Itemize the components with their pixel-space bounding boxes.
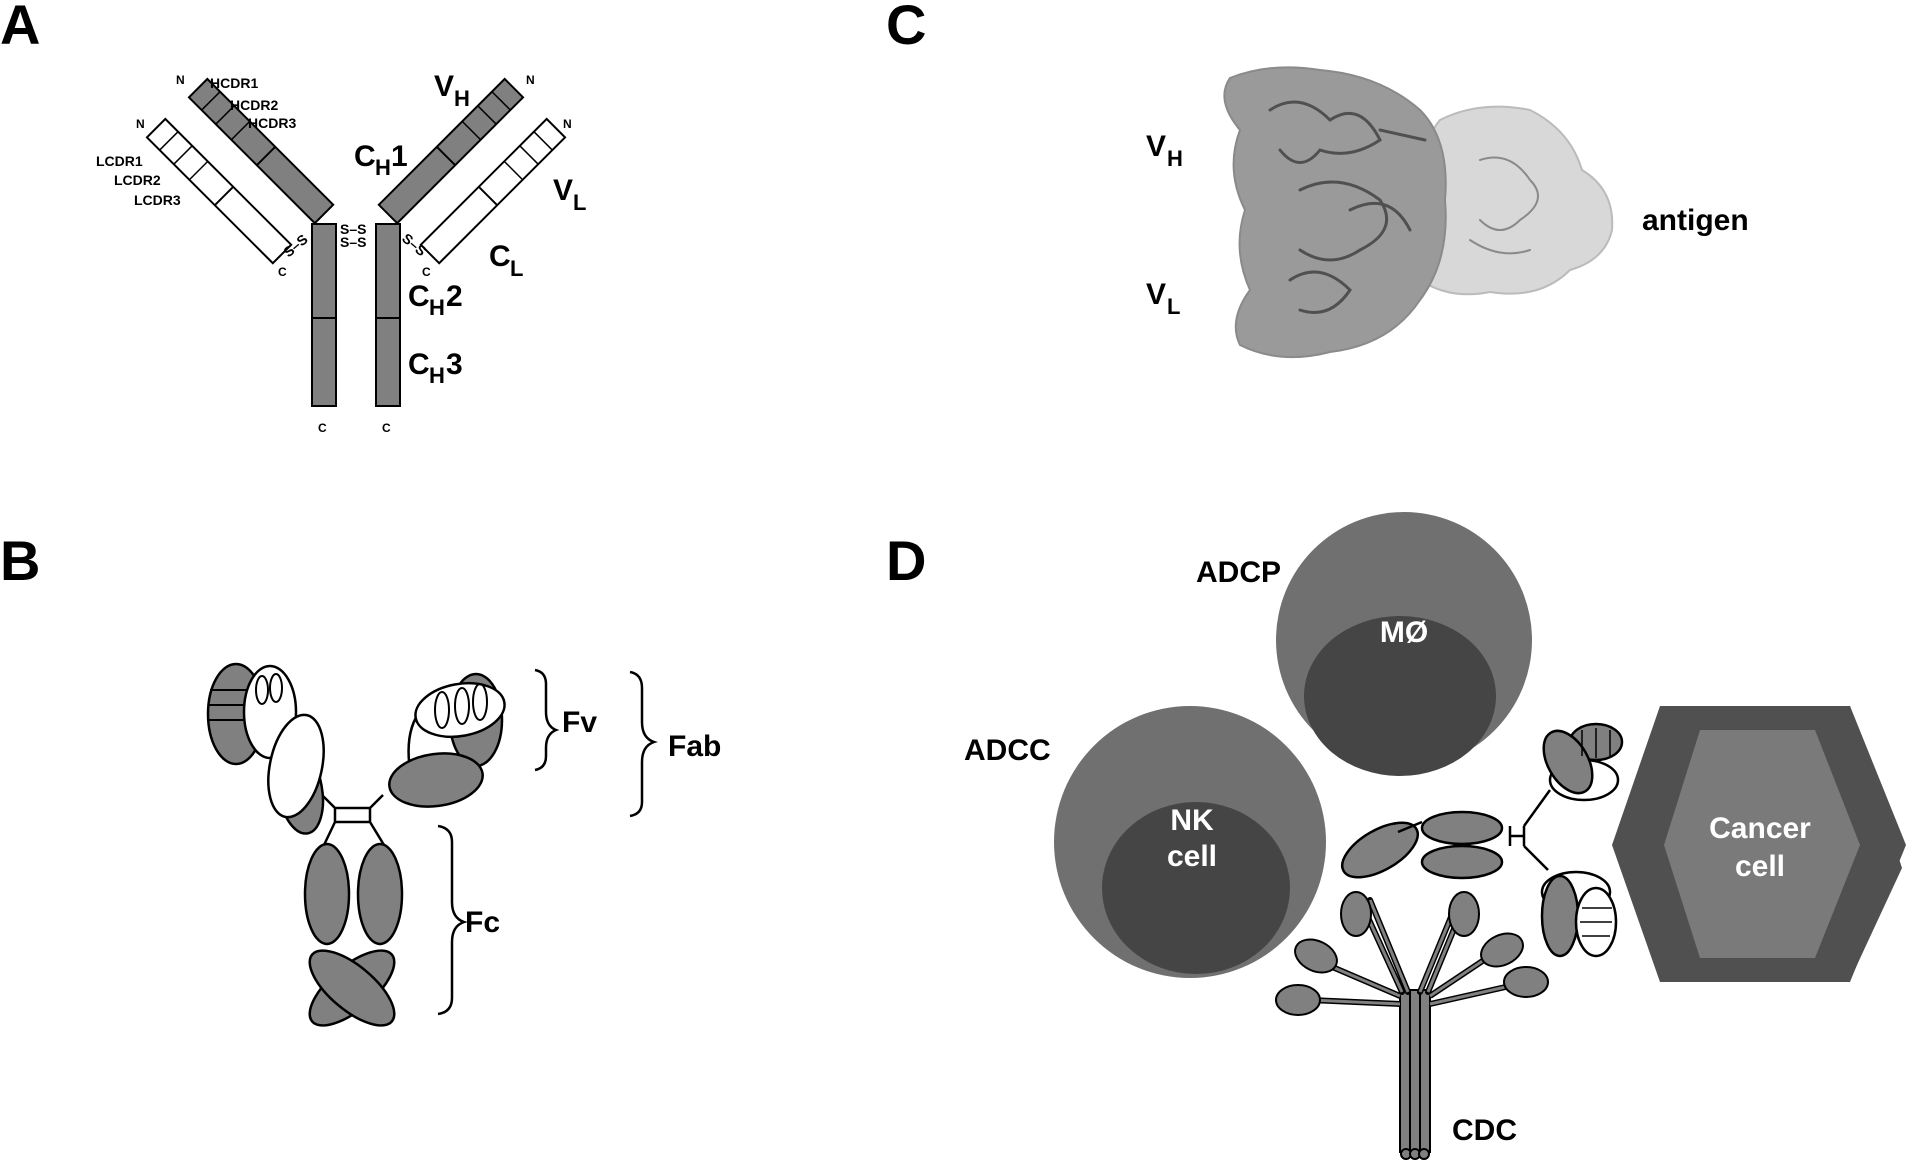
- ch3-domain-right: [308, 949, 396, 1027]
- nk-nucleus: [1102, 802, 1290, 974]
- macrophage-label: MØ: [1380, 616, 1428, 649]
- svg-text:H: H: [429, 295, 445, 320]
- vh-label-c: V H: [1146, 130, 1183, 171]
- panel-letter-b: B: [0, 529, 40, 592]
- panel-c: C V H V L antigen: [886, 0, 1749, 359]
- svg-text:V: V: [1146, 130, 1166, 163]
- fv-label: Fv: [562, 706, 597, 739]
- left-light-chain: [145, 117, 293, 265]
- svg-text:L: L: [573, 190, 586, 215]
- svg-text:3: 3: [446, 348, 463, 381]
- vh-label-a: V H: [434, 70, 470, 111]
- panel-d: D MØ NK cell Cancer cell: [886, 512, 1906, 1160]
- svg-text:V: V: [1146, 278, 1166, 311]
- hcdr3-label: HCDR3: [248, 115, 296, 131]
- ch2-domain-right: [356, 842, 404, 946]
- ch2-label: C H 2: [408, 280, 463, 320]
- n-terminus-light-right: N: [563, 117, 572, 131]
- cl-label: C L: [489, 240, 523, 281]
- svg-text:C: C: [489, 240, 511, 273]
- vl-label-a: V L: [553, 174, 586, 215]
- ch1-label: C H 1: [354, 140, 408, 180]
- lcdr1-label: LCDR1: [96, 153, 143, 169]
- right-heavy-arm: [377, 77, 525, 225]
- protein-ribbons: [1268, 100, 1427, 314]
- antigen-label: antigen: [1642, 204, 1749, 237]
- panel-letter-c: C: [886, 0, 926, 56]
- svg-text:V: V: [553, 174, 573, 207]
- heavy-chain-right-stem: [375, 223, 401, 407]
- fc-brace: [437, 824, 468, 1016]
- nk-label-line2: cell: [1167, 840, 1217, 873]
- left-heavy-arm: [187, 77, 335, 225]
- fab-label: Fab: [668, 730, 721, 763]
- fv-brace: [534, 668, 560, 772]
- c-terminus-light-right: C: [422, 265, 431, 279]
- antigen-ribbons: [1469, 156, 1539, 255]
- fc-label: Fc: [465, 906, 500, 939]
- lcdr3-label: LCDR3: [134, 192, 181, 208]
- right-light-chain: [419, 117, 567, 265]
- complement-c1q: [1275, 891, 1549, 1160]
- cancer-label-line1: Cancer: [1709, 812, 1811, 845]
- n-terminus-heavy-left: N: [176, 73, 185, 87]
- n-terminus-light-left: N: [136, 117, 145, 131]
- cancer-cell-inner: [1664, 730, 1860, 958]
- ch3-label: C H 3: [408, 348, 463, 388]
- svg-text:2: 2: [446, 280, 463, 313]
- svg-text:H: H: [454, 86, 470, 111]
- lcdr2-label: LCDR2: [114, 172, 161, 188]
- cl-domain-left: [267, 713, 325, 819]
- fab-brace: [629, 670, 658, 818]
- svg-text:1: 1: [391, 140, 408, 173]
- macrophage-nucleus: [1304, 616, 1496, 776]
- disulfide-left: S–S: [280, 231, 311, 260]
- c-terminus-heavy-left: C: [318, 421, 327, 435]
- nk-label-line1: NK: [1170, 804, 1214, 837]
- cdc-label: CDC: [1452, 1114, 1517, 1147]
- panel-letter-a: A: [0, 0, 40, 56]
- svg-text:L: L: [510, 256, 523, 281]
- svg-text:C: C: [354, 140, 376, 173]
- svg-text:C: C: [408, 280, 430, 313]
- hcdr1-label: HCDR1: [210, 75, 258, 91]
- ch2-domain-left: [303, 842, 351, 946]
- disulfide-hinge-1: S–S: [340, 221, 366, 237]
- svg-text:H: H: [375, 155, 391, 180]
- cancer-label-line2: cell: [1735, 850, 1785, 883]
- c-terminus-heavy-right: C: [382, 421, 391, 435]
- panel-letter-d: D: [886, 529, 926, 592]
- svg-text:H: H: [1167, 146, 1183, 171]
- heavy-chain-left-stem: [311, 223, 337, 407]
- small-antibody: [1341, 722, 1624, 958]
- disulfide-right: S–S: [399, 230, 430, 259]
- n-terminus-heavy-right: N: [526, 73, 535, 87]
- hinge: [321, 794, 386, 846]
- svg-text:L: L: [1167, 294, 1180, 319]
- panel-b: B: [0, 529, 721, 1027]
- panel-a: A: [0, 0, 586, 435]
- vl-label-c: V L: [1146, 278, 1180, 319]
- disulfide-hinge-2: S–S: [340, 234, 366, 250]
- hcdr2-label: HCDR2: [230, 97, 278, 113]
- svg-text:H: H: [429, 363, 445, 388]
- adcc-label: ADCC: [964, 734, 1051, 767]
- adcp-label: ADCP: [1196, 556, 1281, 589]
- ch1-domain-right: [388, 752, 484, 808]
- c-terminus-light-left: C: [278, 265, 287, 279]
- antibody-surface: [1223, 66, 1447, 359]
- svg-text:C: C: [408, 348, 430, 381]
- svg-text:V: V: [434, 70, 454, 103]
